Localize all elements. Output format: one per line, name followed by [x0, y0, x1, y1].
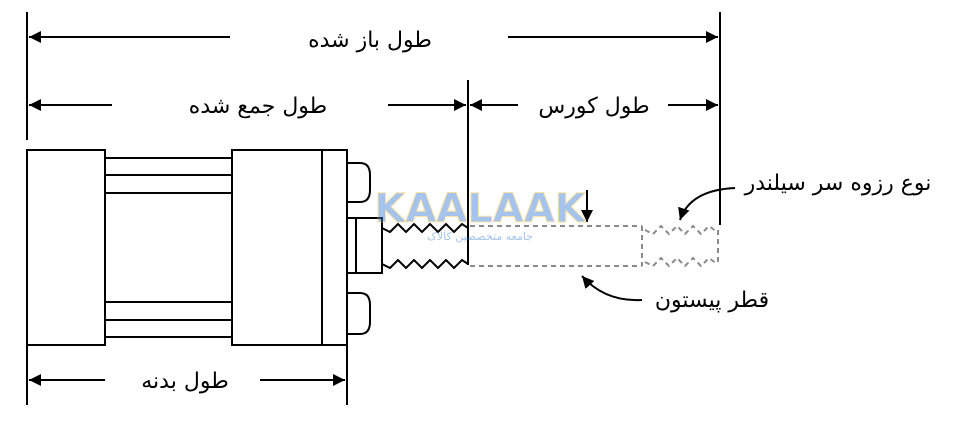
rod-thread-bottom — [381, 258, 469, 270]
leader-arrows — [581, 187, 736, 302]
thread-type-label: نوع رزوه سر سیلندر — [744, 171, 932, 196]
rear-end-cap — [26, 149, 106, 346]
watermark-logo-text: KAALAAK — [374, 186, 587, 232]
piston-diameter-label: قطر پیستون — [655, 288, 769, 313]
extended-thread-top — [644, 224, 718, 236]
front-end-cap — [231, 149, 348, 346]
piston-rod-retracted — [381, 222, 469, 270]
extended-thread-bottom — [644, 256, 718, 268]
stroke-length-label: طول کورس — [538, 94, 649, 119]
body-length-label: طول بدنه — [141, 369, 228, 394]
closed-length-label: طول جمع شده — [189, 94, 327, 119]
piston-rod-extended — [470, 224, 719, 268]
open-length-label: طول باز شده — [308, 28, 432, 53]
thread-type-leader — [678, 187, 736, 221]
cylinder-body — [26, 149, 383, 346]
nut-top — [346, 162, 371, 203]
watermark-logo: KAALAAK جامعه متخصصین کالاک — [374, 186, 588, 244]
piston-diameter-leader — [581, 275, 643, 302]
rod-gland — [346, 217, 383, 274]
watermark-tagline: جامعه متخصصین کالاک — [427, 230, 533, 243]
rod-thread-top — [381, 222, 469, 234]
nut-bottom — [346, 292, 371, 335]
